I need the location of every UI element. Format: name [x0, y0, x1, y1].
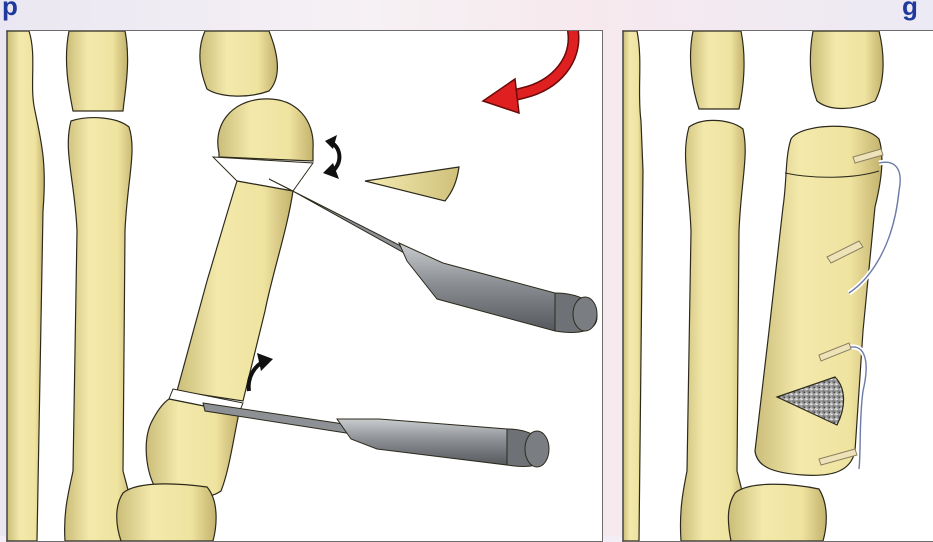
- neighbor-bone-left-top: [691, 31, 745, 109]
- neighbor-bone-left-top: [66, 31, 127, 111]
- osteotomy-illustration: [7, 31, 602, 541]
- metatarsal-head: [218, 99, 313, 161]
- osteotomy-panel: [6, 30, 603, 542]
- removed-bone-wedge: [365, 167, 459, 201]
- neighbor-bone-far-left: [7, 31, 44, 541]
- lower-saw-instrument: [203, 403, 549, 467]
- heading-fragment-right: g: [902, 0, 918, 19]
- proximal-phalanx-top: [810, 31, 883, 109]
- proximal-phalanx-top: [200, 31, 277, 96]
- cuneiform-bone: [117, 484, 216, 541]
- curved-red-arrow-icon: [483, 31, 574, 113]
- neighbor-bone-far-left: [623, 31, 643, 541]
- corrected-alignment-panel: [622, 30, 933, 542]
- upper-saw-instrument: [269, 179, 597, 332]
- fixation-illustration: [623, 31, 933, 541]
- neighbor-bone-left-shaft: [680, 120, 747, 541]
- metatarsal-shaft: [177, 181, 293, 401]
- rotation-arrow-top-icon: [323, 135, 339, 179]
- heading-fragment-left: p: [2, 0, 18, 19]
- cuneiform-bone: [728, 484, 826, 541]
- neighbor-bone-left-shaft: [65, 118, 136, 541]
